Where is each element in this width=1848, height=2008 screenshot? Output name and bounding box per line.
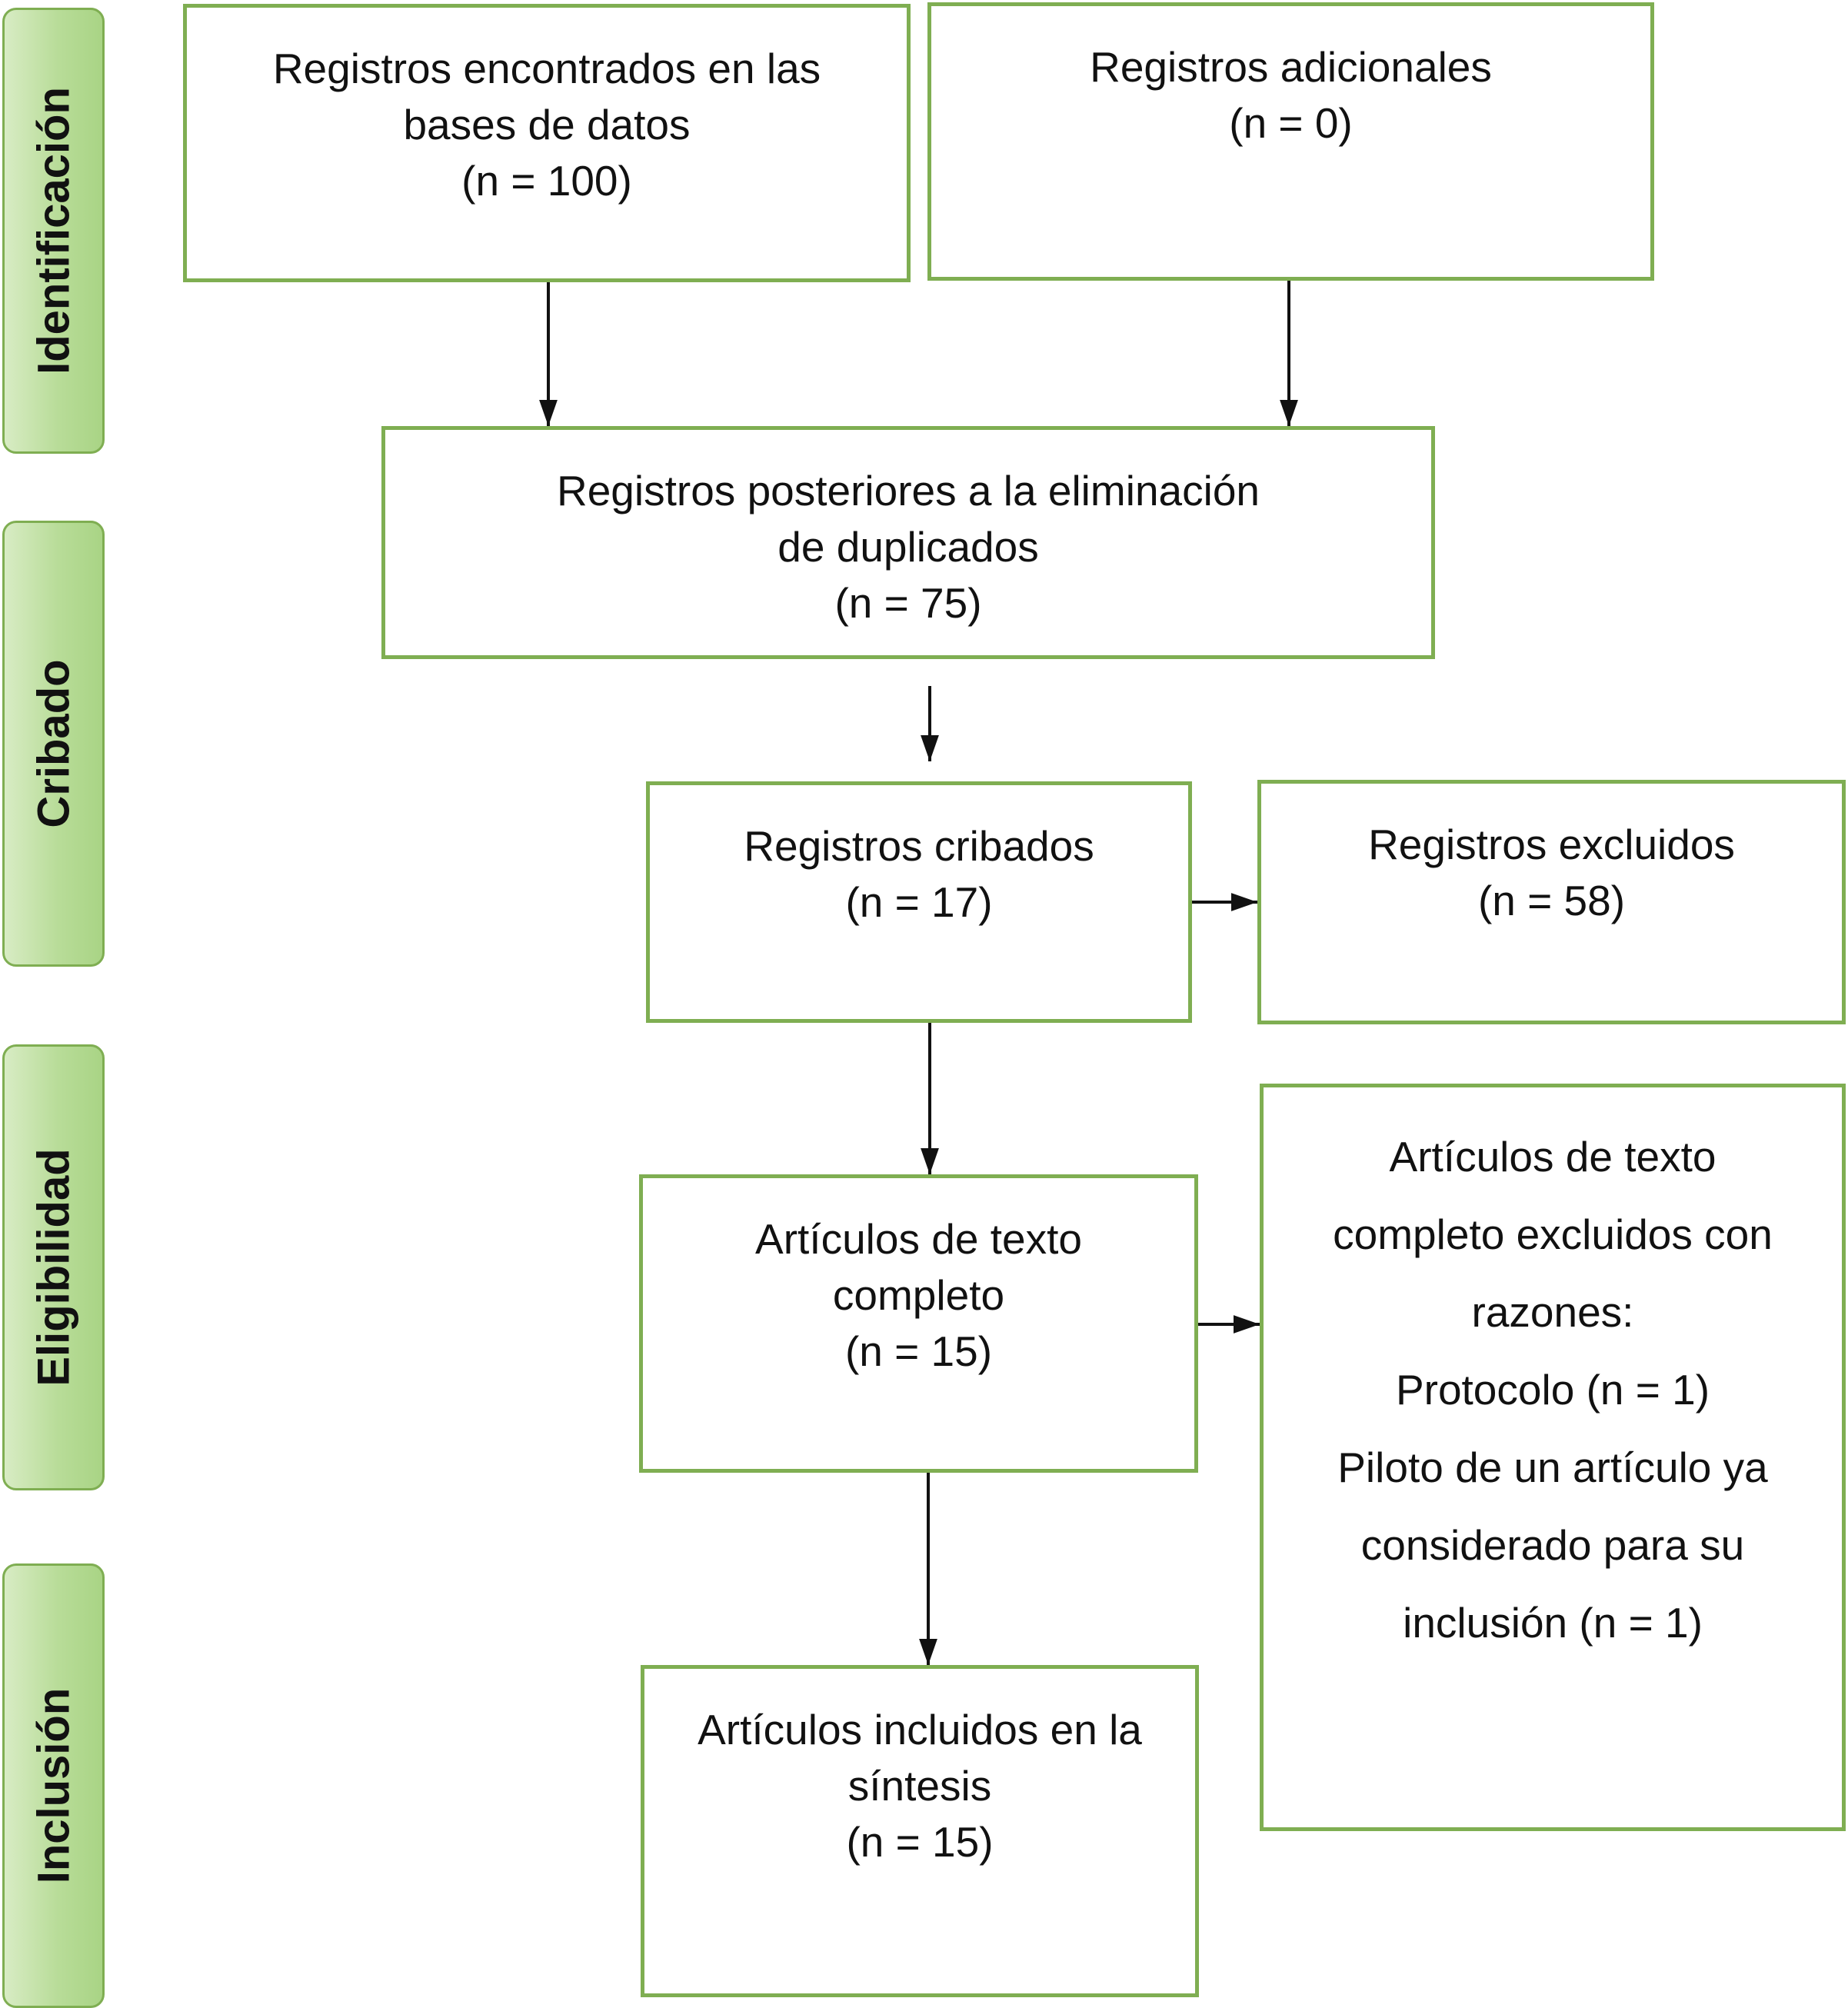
box-line: Piloto de un artículo ya — [1337, 1444, 1768, 1491]
box-line: (n = 100) — [461, 157, 632, 205]
box-line: Artículos incluidos en la — [698, 1706, 1142, 1753]
box-line: (n = 15) — [846, 1818, 994, 1866]
box-included: Artículos incluidos en la síntesis (n = … — [641, 1665, 1199, 1997]
box-line: bases de datos — [403, 101, 691, 148]
box-line: (n = 75) — [834, 579, 982, 627]
box-line: inclusión (n = 1) — [1403, 1599, 1703, 1647]
box-after-duplicates: Registros posteriores a la eliminación d… — [381, 426, 1435, 659]
phase-eligibility: Eligibilidad — [2, 1044, 105, 1490]
phase-screening: Cribado — [2, 521, 105, 967]
box-line: de duplicados — [777, 523, 1039, 571]
box-line: (n = 0) — [1229, 99, 1353, 147]
phase-identification: Identificación — [2, 8, 105, 454]
box-line: Registros cribados — [744, 822, 1094, 870]
box-line: Protocolo (n = 1) — [1395, 1366, 1710, 1414]
box-line: razones: — [1471, 1288, 1634, 1336]
box-additional-records: Registros adicionales (n = 0) — [927, 2, 1654, 281]
box-line: considerado para su — [1360, 1521, 1745, 1569]
box-line: (n = 17) — [845, 878, 993, 926]
box-line: Artículos de texto — [755, 1215, 1082, 1263]
box-line: completo excluidos con — [1333, 1210, 1773, 1258]
box-line: Artículos de texto — [1389, 1133, 1716, 1180]
box-line: Registros adicionales — [1090, 43, 1492, 91]
box-line: síntesis — [847, 1762, 992, 1810]
box-line: Registros excluidos — [1368, 821, 1735, 868]
box-excluded: Registros excluidos (n = 58) — [1257, 780, 1846, 1024]
box-line: (n = 15) — [844, 1327, 993, 1375]
box-full-text: Artículos de texto completo (n = 15) — [639, 1174, 1198, 1473]
box-line: (n = 58) — [1477, 877, 1626, 924]
box-full-text-excluded: Artículos de texto completo excluidos co… — [1260, 1084, 1846, 1831]
box-line: Registros encontrados en las — [272, 45, 821, 92]
phase-inclusion: Inclusión — [2, 1563, 105, 2008]
box-line: Registros posteriores a la eliminación — [556, 467, 1260, 514]
box-screened: Registros cribados (n = 17) — [646, 781, 1192, 1023]
box-line: completo — [832, 1271, 1005, 1319]
box-database-records: Registros encontrados en las bases de da… — [183, 4, 911, 282]
